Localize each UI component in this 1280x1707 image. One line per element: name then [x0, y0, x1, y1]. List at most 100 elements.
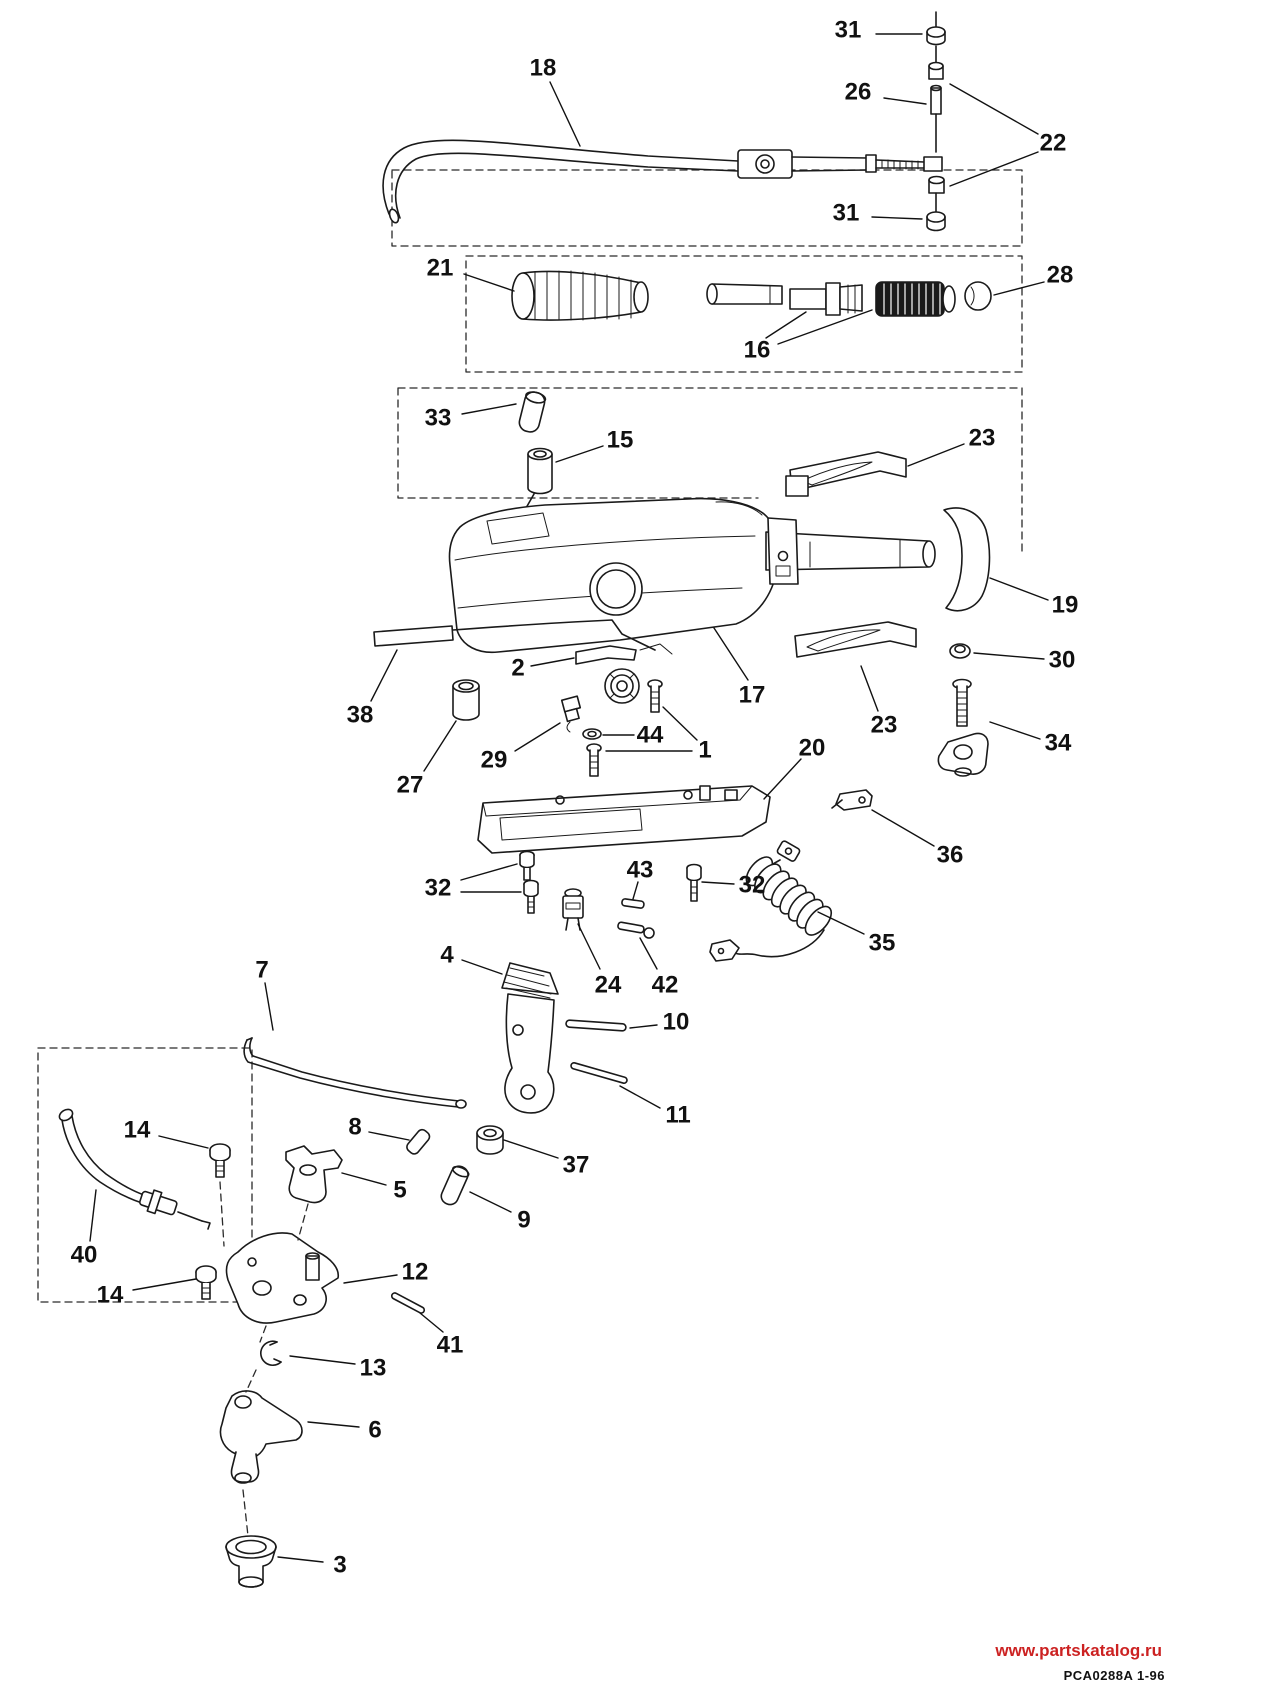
part-label-14: 14 — [124, 1117, 151, 1144]
part-label-36: 36 — [937, 842, 964, 869]
leader-line-6 — [307, 1421, 360, 1428]
part-19-cover — [943, 507, 991, 612]
part-label-9: 9 — [517, 1207, 530, 1234]
leader-line-20 — [763, 758, 802, 800]
part-label-31: 31 — [833, 200, 860, 227]
part-label-12: 12 — [402, 1259, 429, 1286]
leader-line-17 — [713, 627, 749, 681]
part-label-40: 40 — [71, 1242, 98, 1269]
leader-line-16 — [765, 311, 807, 339]
part-label-13: 13 — [360, 1355, 387, 1382]
bearing-assembly — [604, 668, 640, 704]
leader-line-19 — [989, 577, 1049, 601]
part-32-screw-b — [523, 879, 539, 914]
part-22-connector-upper — [928, 45, 944, 80]
part-23-grommet-lower — [794, 621, 917, 658]
part-label-37: 37 — [563, 1152, 590, 1179]
leader-line-21 — [463, 273, 515, 292]
part-8-pin — [406, 1128, 431, 1155]
part-label-33: 33 — [425, 405, 452, 432]
part-label-41: 41 — [437, 1332, 464, 1359]
part-14-screw-lower — [195, 1265, 217, 1300]
leader-line-37 — [503, 1139, 559, 1159]
part-21-throttle-grip — [511, 270, 649, 321]
leader-line-43 — [632, 881, 639, 900]
part-42-pin — [617, 921, 655, 939]
leader-line-3 — [277, 1556, 324, 1563]
leader-line-16 — [777, 309, 873, 345]
part-32-screw-c — [686, 863, 702, 902]
part-15-bushing — [525, 447, 553, 509]
part-label-1: 1 — [698, 737, 711, 764]
part-41-pin — [390, 1292, 426, 1314]
leader-line-28 — [993, 281, 1045, 296]
part-27-spacer — [452, 679, 480, 721]
leader-line-35 — [817, 911, 865, 935]
part-label-35: 35 — [869, 930, 896, 957]
leader-line-8 — [368, 1131, 410, 1141]
leader-line-2 — [530, 657, 575, 667]
leader-line-36 — [871, 809, 935, 847]
part-18-steering-cable — [382, 139, 943, 224]
leader-line-41 — [419, 1312, 444, 1333]
leader-line-30 — [973, 652, 1045, 660]
part-37-bushing — [476, 1125, 504, 1155]
leader-line-38 — [370, 649, 398, 702]
leader-line-14 — [132, 1278, 197, 1291]
leader-line-29 — [514, 722, 561, 752]
part-label-3: 3 — [333, 1552, 346, 1579]
part-label-31: 31 — [835, 17, 862, 44]
part-32-screw-a — [519, 850, 535, 881]
doc-code: PCA0288A 1-96 — [1063, 1668, 1165, 1683]
assembly-axis-lines — [219, 1181, 309, 1537]
part-label-27: 27 — [397, 772, 424, 799]
part-22-connector-lower — [928, 175, 945, 213]
leader-line-32 — [701, 881, 735, 885]
part-20-bottom-plate — [477, 785, 771, 854]
part-7-shift-rod — [243, 1037, 467, 1109]
part-1-screw-b — [586, 743, 602, 777]
part-label-42: 42 — [652, 972, 679, 999]
part-1-screw-a — [647, 679, 663, 713]
part-label-24: 24 — [595, 972, 622, 999]
part-label-34: 34 — [1045, 730, 1072, 757]
part-label-38: 38 — [347, 702, 374, 729]
leader-line-5 — [341, 1172, 387, 1186]
part-3-bushing — [225, 1535, 277, 1588]
part-label-2: 2 — [511, 655, 524, 682]
leader-line-33 — [461, 403, 517, 415]
part-label-44: 44 — [637, 722, 664, 749]
part-label-5: 5 — [393, 1177, 406, 1204]
part-31-cap-lower — [926, 211, 946, 232]
leader-line-40 — [89, 1189, 97, 1242]
part-10-pin — [565, 1019, 627, 1032]
leader-line-22 — [949, 83, 1039, 135]
part-31-cap-upper — [926, 11, 946, 46]
part-16-throttle-housing — [875, 281, 956, 317]
part-17-housing — [448, 497, 780, 654]
leader-line-22 — [949, 151, 1039, 187]
part-6-cam — [219, 1390, 303, 1484]
part-14-screw-upper — [209, 1143, 231, 1178]
part-30-nut — [949, 643, 971, 659]
leader-line-26 — [883, 97, 927, 105]
part-label-6: 6 — [368, 1417, 381, 1444]
part-label-23: 23 — [871, 712, 898, 739]
part-9-pin — [440, 1165, 470, 1206]
leader-line-10 — [629, 1024, 658, 1029]
part-label-22: 22 — [1040, 130, 1067, 157]
leader-line-23 — [907, 443, 965, 467]
leader-line-15 — [555, 445, 604, 463]
part-34-mount — [937, 732, 989, 777]
part-12-bracket — [225, 1232, 340, 1324]
part-43-pin — [621, 898, 645, 909]
part-label-7: 7 — [255, 957, 268, 984]
part-36-clip — [831, 789, 873, 811]
part-label-14: 14 — [97, 1282, 124, 1309]
part-label-16: 16 — [744, 337, 771, 364]
part-label-11: 11 — [665, 1102, 690, 1129]
leader-line-42 — [639, 937, 658, 970]
leader-line-27 — [423, 720, 457, 772]
leader-line-23 — [860, 665, 879, 712]
